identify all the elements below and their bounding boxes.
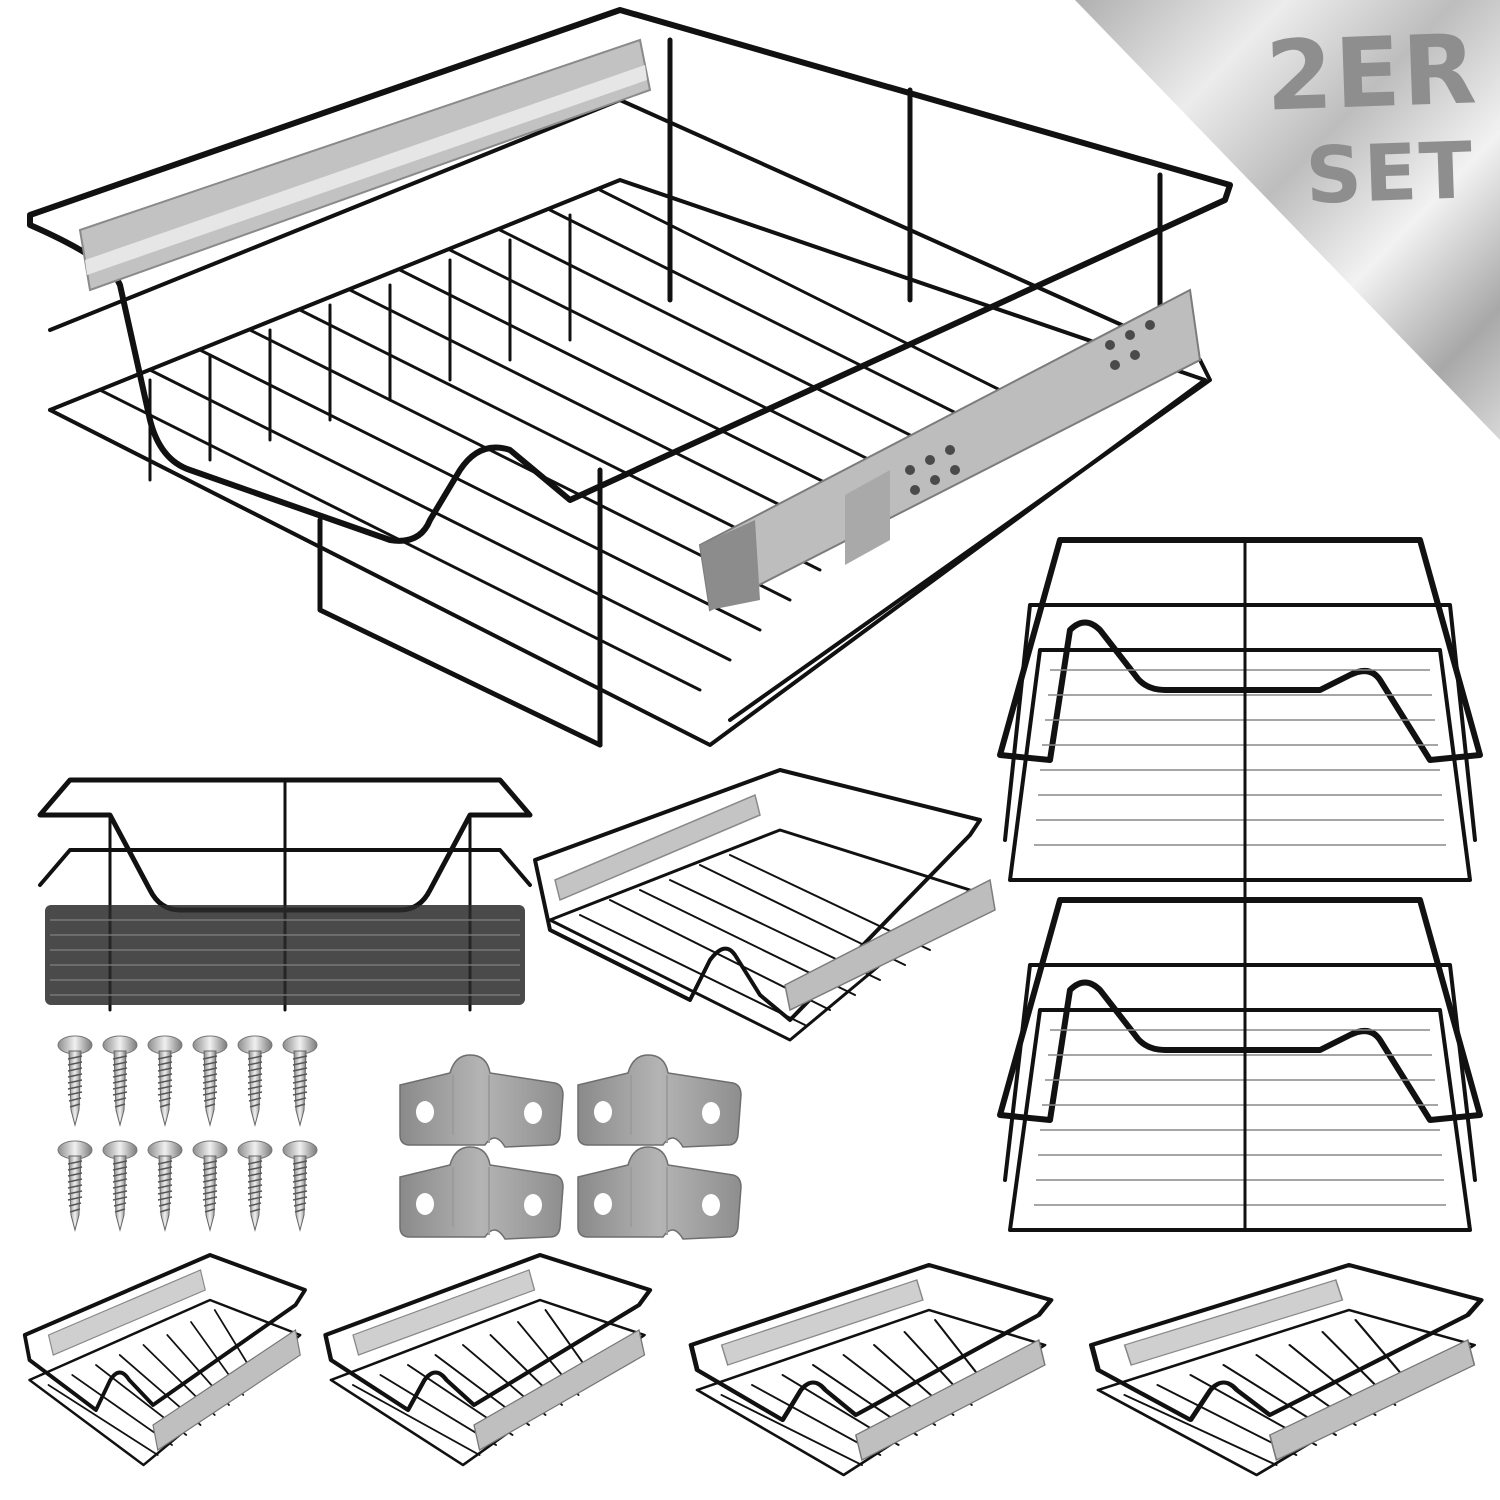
bracket-icon — [577, 1146, 742, 1240]
screw-icon — [57, 1140, 93, 1231]
screw-icon — [102, 1140, 138, 1231]
screw-icon — [147, 1035, 183, 1126]
screw-icon — [192, 1140, 228, 1231]
size-variants-row — [0, 1250, 1500, 1500]
screw-icon — [282, 1035, 318, 1126]
main-basket-illustration — [10, 0, 1250, 760]
front-view-basket-illustration — [30, 770, 540, 1040]
bracket-icon — [399, 1146, 564, 1240]
size-variant-basket-2 — [326, 1255, 651, 1465]
size-variant-basket-1 — [22, 1253, 307, 1467]
size-variant-basket-4 — [1092, 1265, 1481, 1475]
bracket-icon — [577, 1054, 742, 1148]
stacked-basket-bottom — [997, 897, 1483, 1232]
screw-icon — [282, 1140, 318, 1231]
drawer-slide-rail-left — [78, 38, 652, 292]
badge-line-2: SET — [1304, 126, 1476, 222]
drawer-slide-rail-right — [698, 288, 1202, 612]
screw-icon — [237, 1035, 273, 1126]
screw-icon — [192, 1035, 228, 1126]
screw-icon — [57, 1035, 93, 1126]
screw-icon — [147, 1140, 183, 1231]
screw-icon — [237, 1140, 273, 1231]
screw-icon — [102, 1035, 138, 1126]
badge-line-1: 2ER — [1263, 13, 1481, 133]
bracket-icon — [399, 1054, 564, 1148]
stacked-baskets-illustration — [990, 530, 1490, 1240]
size-variant-basket-3 — [691, 1265, 1051, 1475]
angled-basket-illustration — [530, 740, 1010, 1050]
brackets-group — [395, 1054, 755, 1240]
stacked-basket-top — [997, 537, 1483, 902]
screws-group — [57, 1035, 323, 1245]
